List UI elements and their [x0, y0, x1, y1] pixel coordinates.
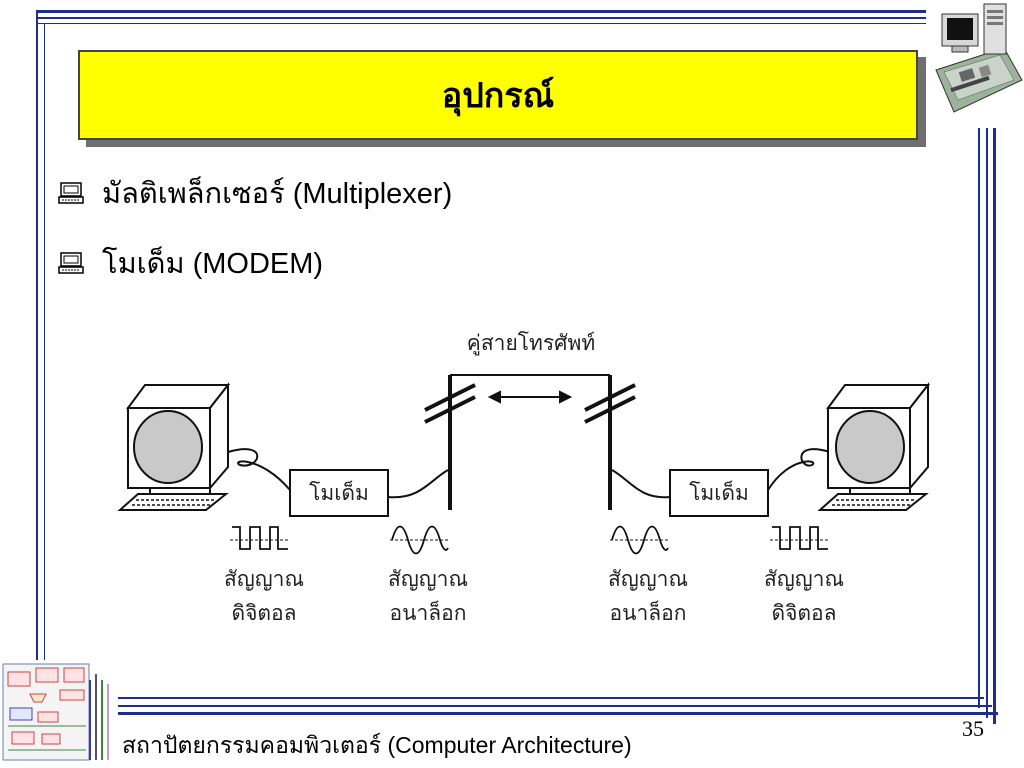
right-pole-to-modem [611, 469, 671, 499]
computer-clipart-icon [935, 3, 1023, 113]
system-diagram-thumbnail-icon [2, 663, 109, 761]
frame-left-line-inner [44, 24, 45, 660]
right-cable [767, 448, 831, 491]
frame-right-line-2 [986, 128, 988, 718]
signal-label-2-line2: อนาล็อก [390, 599, 467, 625]
digital-wave-left-icon [230, 526, 290, 550]
frame-bottom-line-3 [118, 712, 998, 715]
signal-label-4-line2: ดิจิตอล [771, 601, 836, 625]
frame-top-line-2 [36, 17, 926, 19]
frame-bottom-line-1 [118, 697, 984, 699]
frame-bottom-line-2 [118, 705, 992, 707]
double-arrow-icon [487, 390, 573, 404]
title-box: อุปกรณ์ [78, 50, 918, 140]
left-modem-to-pole [387, 469, 449, 499]
frame-top-line-1 [36, 10, 926, 13]
computer-icon [58, 252, 84, 274]
slide-title: อุปกรณ์ [441, 76, 555, 116]
modem-right-box [669, 469, 769, 517]
computer-icon [58, 182, 84, 204]
footer-course-title: สถาปัตยกรรมคอมพิวเตอร์ (Computer Archite… [122, 732, 632, 758]
frame-right-line-3 [993, 128, 996, 724]
analog-wave-right-icon [610, 525, 670, 555]
phone-line-label: คู่สายโทรศัพท์ [467, 331, 595, 356]
bullet-multiplexer: มัลติเพล็กเซอร์ (Multiplexer) [58, 170, 452, 216]
left-telephone-pole [424, 375, 476, 510]
modem-left-label: โมเด็ม [309, 479, 369, 505]
page-number: 35 [962, 716, 984, 741]
signal-label-3-line2: อนาล็อก [610, 599, 687, 625]
bullet-text: โมเด็ม (MODEM) [102, 248, 324, 280]
left-computer [117, 382, 231, 511]
frame-top-line-3 [36, 23, 926, 24]
signal-label-2-line1: สัญญาณ [388, 567, 468, 591]
digital-wave-right-icon [770, 526, 830, 550]
frame-left-line [36, 10, 38, 660]
right-telephone-pole [584, 375, 636, 510]
analog-wave-left-icon [390, 525, 450, 555]
modem-left-box [289, 469, 389, 517]
modem-right-label: โมเด็ม [689, 479, 749, 505]
bullet-text: มัลติเพล็กเซอร์ (Multiplexer) [102, 178, 453, 210]
signal-label-1-line1: สัญญาณ [224, 567, 304, 591]
right-computer [817, 382, 931, 511]
signal-label-1-line2: ดิจิตอล [231, 601, 296, 625]
left-cable [227, 448, 291, 491]
frame-right-line-1 [978, 128, 980, 708]
signal-label-3-line1: สัญญาณ [608, 567, 688, 591]
signal-label-4-line1: สัญญาณ [764, 567, 844, 591]
bullet-modem: โมเด็ม (MODEM) [58, 240, 323, 286]
